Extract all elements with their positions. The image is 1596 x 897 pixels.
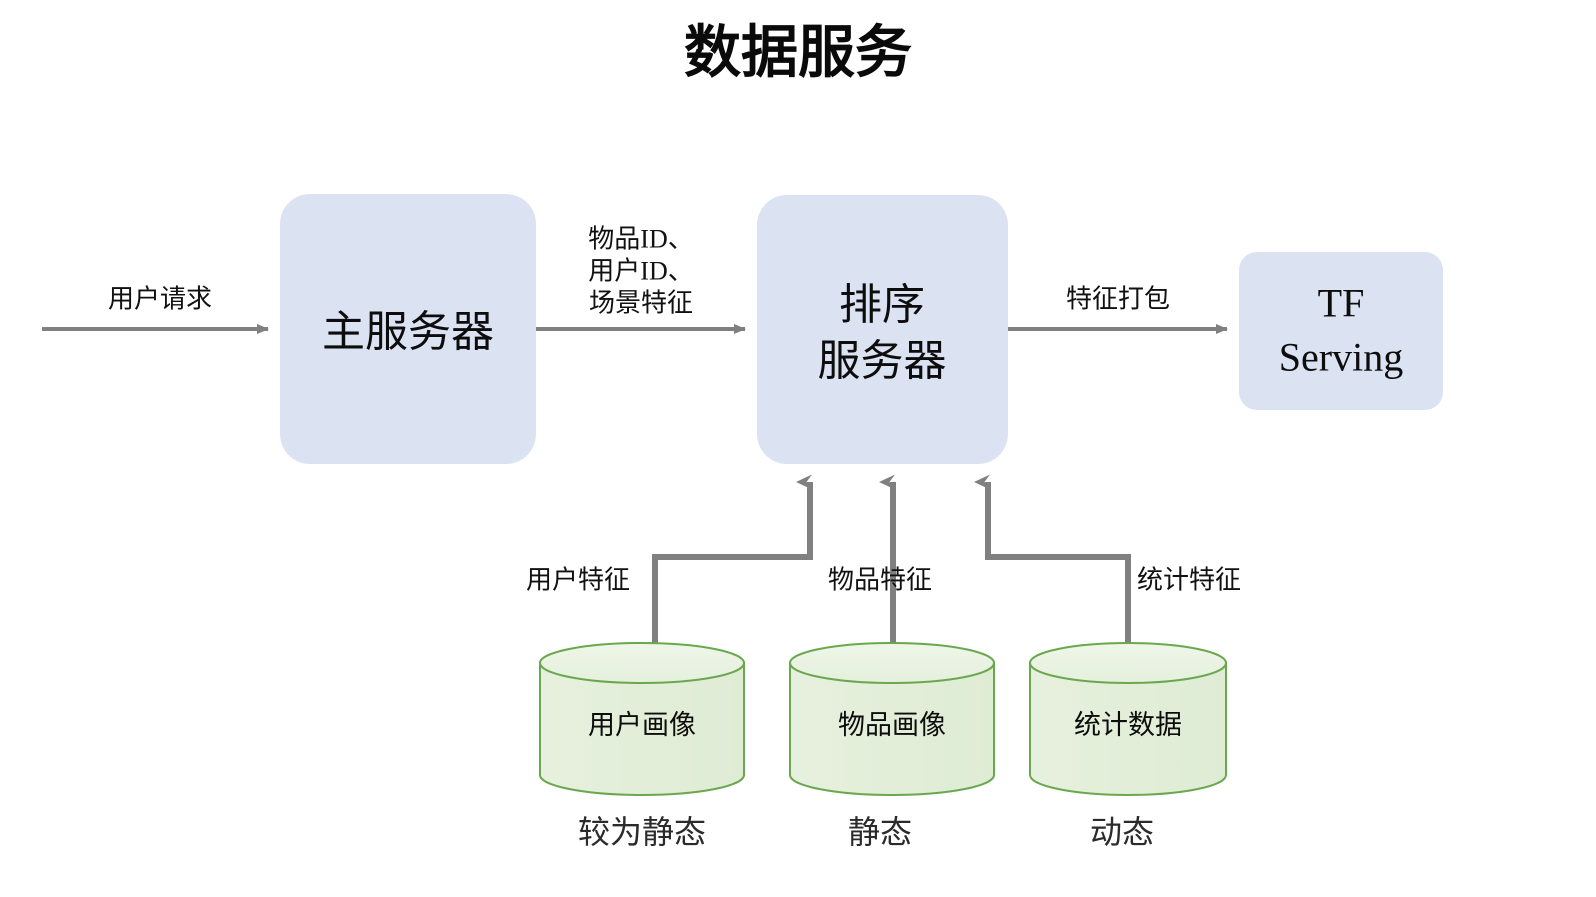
user-feature-arrow — [652, 474, 813, 643]
ids-to-rank-label-line3: 场景特征 — [589, 289, 693, 318]
tf-serving-label-line2: Serving — [1279, 335, 1403, 380]
main-server-box[interactable] — [280, 194, 536, 464]
rank-server-label-line1: 排序 — [839, 283, 925, 330]
page-title: 数据服务 — [684, 22, 912, 85]
stat-feature-label: 统计特征 — [1137, 566, 1241, 595]
ids-to-rank-label-line2: 用户ID、 — [588, 257, 693, 286]
item-feature-label: 物品特征 — [828, 566, 932, 595]
user-profile-caption: 较为静态 — [578, 814, 706, 850]
edge-feature-pack: 特征打包 — [1008, 285, 1228, 334]
node-tf-serving[interactable]: TF Serving — [1239, 252, 1443, 410]
stat-data-cylinder-body[interactable] — [1029, 662, 1227, 796]
item-profile-cylinder-top — [789, 642, 995, 684]
edge-user-request: 用户请求 — [42, 285, 269, 334]
user-request-label: 用户请求 — [108, 285, 212, 314]
item-profile-caption: 静态 — [848, 814, 912, 850]
user-profile-cylinder-top — [539, 642, 745, 684]
tf-serving-label-line1: TF — [1318, 281, 1365, 326]
item-profile-label: 物品画像 — [838, 710, 946, 740]
node-main-server[interactable]: 主服务器 — [280, 194, 536, 464]
stat-data-caption: 动态 — [1090, 814, 1154, 850]
user-profile-label: 用户画像 — [588, 710, 696, 740]
edge-stat-feature: 统计特征 — [974, 474, 1241, 643]
rank-server-label-line2: 服务器 — [818, 339, 947, 386]
node-rank-server[interactable]: 排序 服务器 — [757, 195, 1008, 464]
edge-ids-to-rank: 物品ID、 用户ID、 场景特征 — [536, 225, 746, 334]
item-profile-cylinder-body[interactable] — [789, 662, 995, 796]
main-server-label: 主服务器 — [322, 310, 494, 357]
tf-serving-box[interactable] — [1239, 252, 1443, 410]
stat-data-label: 统计数据 — [1074, 710, 1182, 740]
user-profile-cylinder-body[interactable] — [539, 662, 745, 796]
database-user-profile[interactable]: 用户画像 较为静态 — [539, 642, 745, 850]
rank-server-box[interactable] — [757, 195, 1008, 464]
edge-user-feature: 用户特征 — [526, 474, 813, 643]
stat-data-cylinder-top — [1029, 642, 1227, 684]
user-feature-label: 用户特征 — [526, 566, 630, 595]
database-stat-data[interactable]: 统计数据 动态 — [1029, 642, 1227, 850]
edge-item-feature: 物品特征 — [828, 474, 932, 643]
stat-feature-arrow — [974, 474, 1131, 643]
database-item-profile[interactable]: 物品画像 静态 — [789, 642, 995, 850]
ids-to-rank-label-line1: 物品ID、 — [588, 225, 693, 254]
feature-pack-label: 特征打包 — [1066, 285, 1170, 314]
